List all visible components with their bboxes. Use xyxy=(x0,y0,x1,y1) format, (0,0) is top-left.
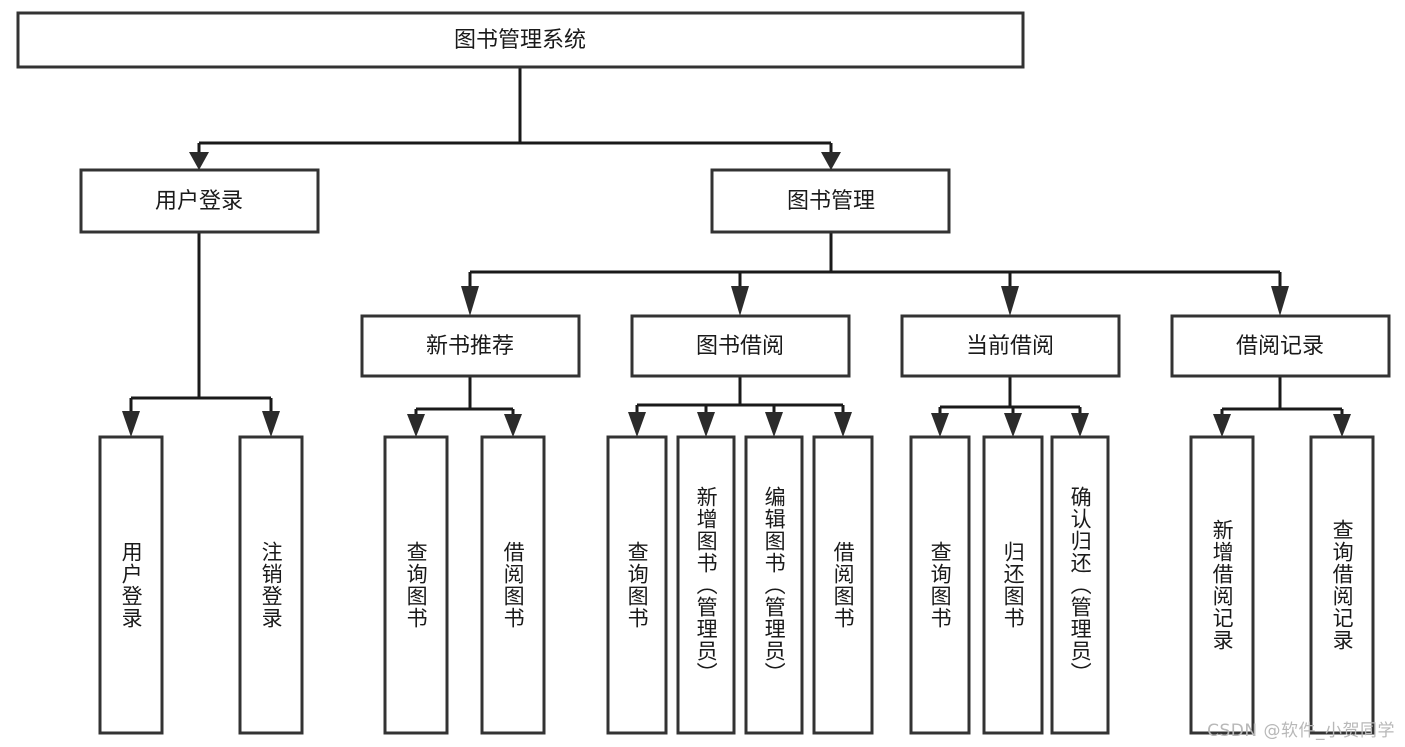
node-current-borrow-label: 当前借阅 xyxy=(966,334,1054,359)
node-new-book-recommend-box[interactable] xyxy=(360,314,581,378)
node-book-management[interactable]: 图书管理 xyxy=(710,168,951,234)
leaf-add-book-admin-label: 新增图书（管理员） xyxy=(694,486,719,684)
leaf-logout-label: 注销登录 xyxy=(259,541,284,629)
arrowhead-borrow-leaf4 xyxy=(834,412,852,437)
node-borrow-record-box[interactable] xyxy=(1170,314,1391,378)
node-root-label: 图书管理系统 xyxy=(454,28,586,53)
leaf-query-book-current-label: 查询图书 xyxy=(928,541,953,629)
leaf-query-book-rec[interactable]: 查询图书 xyxy=(383,435,449,735)
leaf-confirm-return-admin-box[interactable] xyxy=(1050,435,1110,735)
arrowhead-newbook-leaf1 xyxy=(407,414,425,437)
leaf-return-book-box[interactable] xyxy=(982,435,1044,735)
arrowhead-book-mgmt xyxy=(821,152,841,170)
leaf-query-book-current[interactable]: 查询图书 xyxy=(909,435,971,735)
leaf-borrow-book-label: 借阅图书 xyxy=(831,541,856,629)
node-new-book-recommend-label: 新书推荐 xyxy=(426,334,514,359)
leaf-add-borrow-record-box[interactable] xyxy=(1189,435,1255,735)
leaf-logout-box[interactable] xyxy=(238,435,304,735)
arrowhead-leaf-user-login xyxy=(122,411,140,437)
leaf-borrow-book-rec-label: 借阅图书 xyxy=(501,541,526,629)
node-book-management-box[interactable] xyxy=(710,168,951,234)
leaf-add-borrow-record[interactable]: 新增借阅记录 xyxy=(1189,435,1255,735)
leaf-logout[interactable]: 注销登录 xyxy=(238,435,304,735)
arrowhead-current-leaf1 xyxy=(931,413,949,437)
node-book-borrow-box[interactable] xyxy=(630,314,851,378)
leaf-borrow-book[interactable]: 借阅图书 xyxy=(812,435,874,735)
leaf-query-book-current-box[interactable] xyxy=(909,435,971,735)
node-book-borrow[interactable]: 图书借阅 xyxy=(630,314,851,378)
leaf-borrow-book-box[interactable] xyxy=(812,435,874,735)
leaf-add-book-admin[interactable]: 新增图书（管理员） xyxy=(676,435,736,735)
arrowhead-borrow-leaf2 xyxy=(697,412,715,437)
leaf-query-book-rec-label: 查询图书 xyxy=(404,541,429,629)
leaf-query-borrow-record-label: 查询借阅记录 xyxy=(1330,519,1355,651)
arrowhead-borrow-leaf1 xyxy=(628,412,646,437)
leaf-query-book-rec-box[interactable] xyxy=(383,435,449,735)
leaf-edit-book-admin-box[interactable] xyxy=(744,435,804,735)
arrowhead-new-book-rec xyxy=(461,286,479,316)
arrowhead-record-leaf1 xyxy=(1213,414,1231,437)
leaf-add-borrow-record-label: 新增借阅记录 xyxy=(1210,519,1235,651)
arrowhead-book-borrow xyxy=(731,286,749,316)
leaf-return-book[interactable]: 归还图书 xyxy=(982,435,1044,735)
leaf-query-book-borrow-box[interactable] xyxy=(606,435,668,735)
leaf-query-borrow-record[interactable]: 查询借阅记录 xyxy=(1309,435,1375,735)
leaf-query-book-borrow-label: 查询图书 xyxy=(625,541,650,629)
node-user-login[interactable]: 用户登录 xyxy=(79,168,320,234)
leaf-borrow-book-rec[interactable]: 借阅图书 xyxy=(480,435,546,735)
leaf-confirm-return-admin[interactable]: 确认归还（管理员） xyxy=(1050,435,1110,735)
leaf-user-login-box[interactable] xyxy=(98,435,164,735)
leaf-query-book-borrow[interactable]: 查询图书 xyxy=(606,435,668,735)
arrowhead-current-leaf3 xyxy=(1071,413,1089,437)
arrowhead-current-leaf2 xyxy=(1004,413,1022,437)
leaf-user-login[interactable]: 用户登录 xyxy=(98,435,164,735)
arrowhead-leaf-logout xyxy=(262,411,280,437)
leaf-borrow-book-rec-box[interactable] xyxy=(480,435,546,735)
leaf-confirm-return-admin-label: 确认归还（管理员） xyxy=(1068,486,1093,684)
leaf-user-login-label: 用户登录 xyxy=(119,541,144,629)
node-borrow-record-label: 借阅记录 xyxy=(1236,334,1324,359)
node-current-borrow-box[interactable] xyxy=(900,314,1121,378)
leaf-edit-book-admin-label: 编辑图书（管理员） xyxy=(762,486,787,684)
node-current-borrow[interactable]: 当前借阅 xyxy=(900,314,1121,378)
arrowhead-newbook-leaf2 xyxy=(504,414,522,437)
node-borrow-record[interactable]: 借阅记录 xyxy=(1170,314,1391,378)
node-root[interactable]: 图书管理系统 xyxy=(16,11,1025,69)
leaf-edit-book-admin[interactable]: 编辑图书（管理员） xyxy=(744,435,804,735)
connector-layer xyxy=(122,67,1351,437)
arrowhead-borrow-record xyxy=(1271,286,1289,316)
node-new-book-recommend[interactable]: 新书推荐 xyxy=(360,314,581,378)
node-user-login-label: 用户登录 xyxy=(155,189,243,214)
arrowhead-current-borrow xyxy=(1001,286,1019,316)
arrowhead-borrow-leaf3 xyxy=(765,412,783,437)
node-user-login-box[interactable] xyxy=(79,168,320,234)
leaf-return-book-label: 归还图书 xyxy=(1001,541,1026,629)
arrowhead-record-leaf2 xyxy=(1333,414,1351,437)
node-book-borrow-label: 图书借阅 xyxy=(696,334,784,359)
leaf-add-book-admin-box[interactable] xyxy=(676,435,736,735)
node-book-management-label: 图书管理 xyxy=(787,189,875,214)
node-root-box[interactable] xyxy=(16,11,1025,69)
arrowhead-user-login xyxy=(189,152,209,170)
leaf-query-borrow-record-box[interactable] xyxy=(1309,435,1375,735)
